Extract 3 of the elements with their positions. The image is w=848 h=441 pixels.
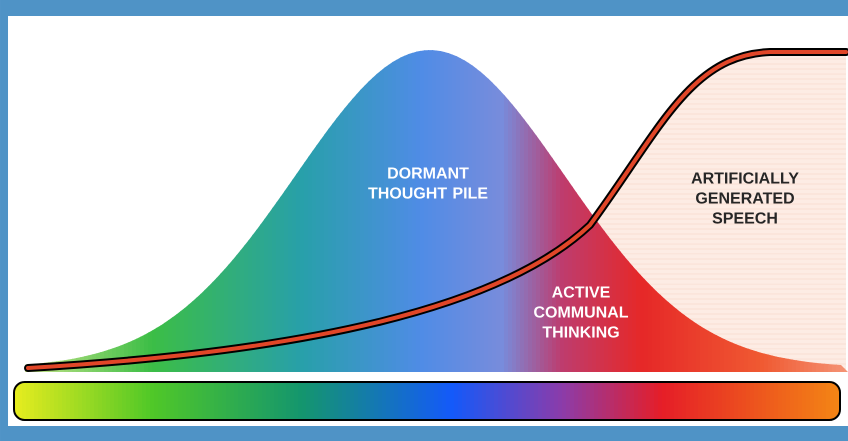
curve-label: ACTIVE COMMUNAL THINKING <box>534 286 628 338</box>
curve-label: ARTIFICIALLY GENERATED SPEECH <box>691 172 799 224</box>
curve-label: DORMANT THOUGHT PILE <box>368 167 488 199</box>
